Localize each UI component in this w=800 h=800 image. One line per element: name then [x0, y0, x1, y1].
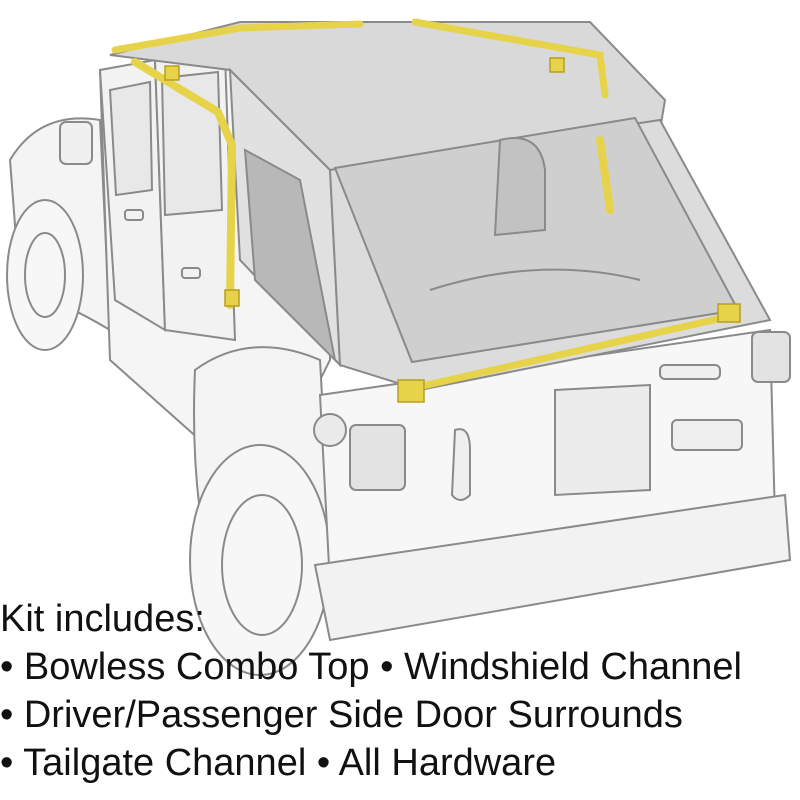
kit-line-3: • Tailgate Channel • All Hardware [0, 742, 557, 784]
doors [98, 53, 237, 342]
side-mirror [59, 121, 93, 165]
rear-window [333, 116, 740, 364]
channel-brackets [164, 57, 741, 403]
front-wheel [6, 199, 84, 351]
kit-contents-caption: Kit includes: • Bowless Combo Top • Wind… [0, 595, 800, 787]
rear-bumper [313, 493, 792, 642]
kit-heading: Kit includes: [0, 598, 205, 640]
rear-wheel [189, 444, 331, 676]
door-surround [131, 58, 614, 309]
side-window [243, 148, 337, 364]
kit-line-2: • Driver/Passenger Side Door Surrounds [0, 694, 683, 736]
kit-line-1: • Bowless Combo Top • Windshield Channel [0, 646, 742, 688]
tailgate-channel [401, 311, 739, 394]
windshield-channel [111, 18, 609, 99]
taillights [349, 331, 791, 491]
